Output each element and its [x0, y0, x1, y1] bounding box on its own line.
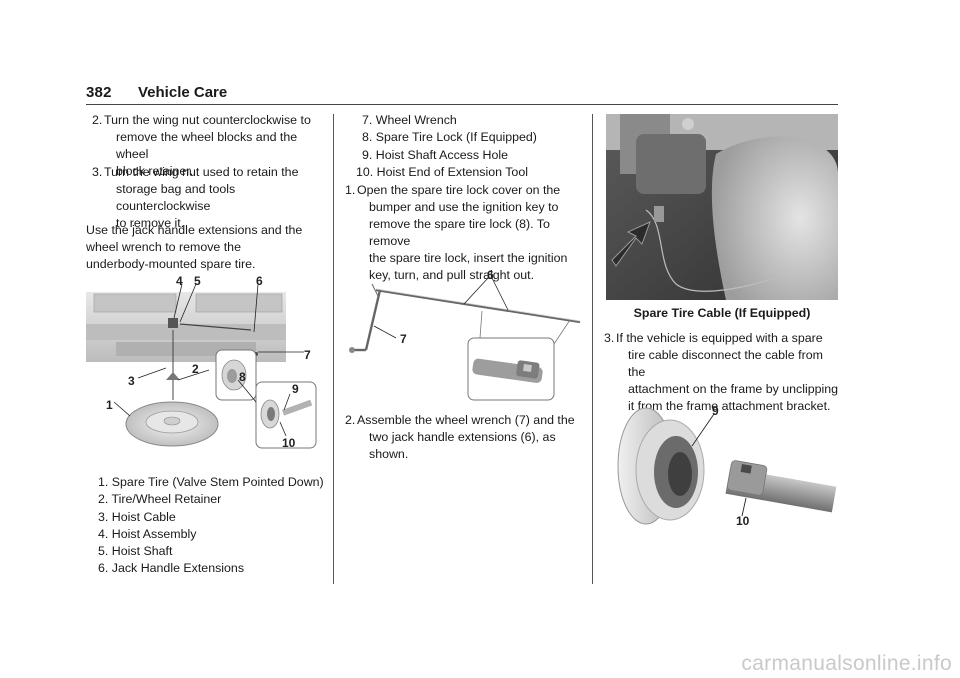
- step-2: 2. Turn the wing nut counterclockwise to…: [92, 113, 311, 178]
- intro-paragraph: Use the jack handle extensions and the w…: [86, 223, 303, 271]
- photo-caption: Spare Tire Cable (If Equipped): [633, 306, 811, 320]
- legend-item: 5. Hoist Shaft: [98, 544, 173, 559]
- wheel-wrench-figure: 6 7: [342, 266, 588, 404]
- watermark: carmanualsonline.info: [741, 652, 952, 675]
- figure-legend-col1: 1. Spare Tire (Valve Stem Pointed Down) …: [98, 474, 330, 578]
- legend-item: 3. Hoist Cable: [98, 509, 176, 524]
- step-2-assemble: 2. Assemble the wheel wrench (7) and the…: [345, 413, 575, 461]
- spare-tire-cable-photo-image: [606, 114, 838, 300]
- spare-tire-cable-photo: [606, 114, 838, 300]
- section-title: Vehicle Care: [138, 84, 228, 101]
- header-rule: [86, 104, 838, 105]
- legend-item: 2. Tire/Wheel Retainer: [98, 492, 222, 507]
- column-divider: [592, 114, 593, 584]
- callout-9: 9: [292, 382, 299, 396]
- legend-item: 9. Hoist Shaft Access Hole: [362, 147, 509, 162]
- callout-2: 2: [192, 362, 199, 376]
- legend-item: 7. Wheel Wrench: [362, 113, 457, 127]
- legend-item: 10. Hoist End of Extension Tool: [356, 164, 528, 179]
- callout-10: 10: [736, 514, 750, 528]
- legend-item: 8. Spare Tire Lock (If Equipped): [362, 130, 537, 145]
- callout-6: 6: [256, 274, 263, 288]
- callout-7: 7: [304, 348, 311, 362]
- hoist-access-illustration: [617, 407, 837, 525]
- step-3: 3. Turn the wing nut used to retain the …: [92, 165, 299, 230]
- page-number: 382: [86, 84, 112, 101]
- legend-item: 6. Jack Handle Extensions: [98, 561, 245, 576]
- callout-1: 1: [106, 398, 113, 412]
- hoist-access-figure: 9 10: [610, 402, 838, 534]
- spare-tire-hoist-figure: 4 5 6 7 8 2 3 1 9 10: [86, 272, 328, 462]
- callout-10: 10: [282, 436, 296, 450]
- step-3-cable: 3. If the vehicle is equipped with a spa…: [604, 331, 839, 413]
- page-header: 382 Vehicle Care: [86, 84, 838, 104]
- callout-9: 9: [712, 404, 719, 418]
- callout-8: 8: [239, 370, 246, 384]
- spare-tire-hoist-illustration: [86, 283, 317, 449]
- column-divider: [333, 114, 334, 584]
- legend-item: 1. Spare Tire (Valve Stem Pointed Down): [98, 475, 324, 489]
- callout-5: 5: [194, 274, 201, 288]
- step-1: 1. Open the spare tire lock cover on the…: [345, 183, 568, 282]
- callout-4: 4: [176, 274, 183, 288]
- legend-item: 4. Hoist Assembly: [98, 526, 197, 541]
- callout-7: 7: [400, 332, 407, 346]
- figure-legend-col2: 7. Wheel Wrench 8. Spare Tire Lock (If E…: [356, 112, 588, 181]
- callout-3: 3: [128, 374, 135, 388]
- wheel-wrench-illustration: [349, 277, 581, 401]
- callout-6: 6: [487, 268, 494, 282]
